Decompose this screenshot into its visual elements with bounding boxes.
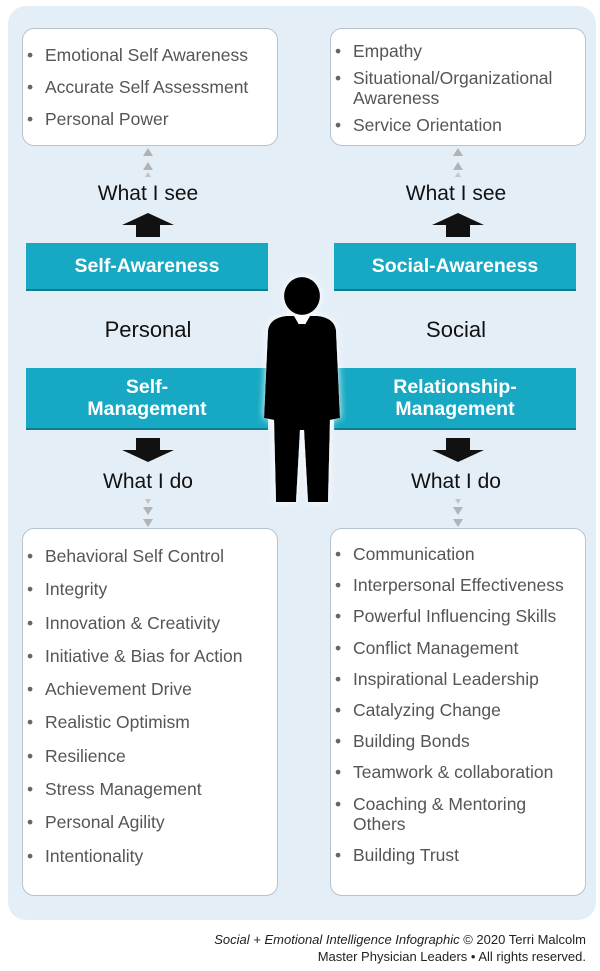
down-dotted-connector-right bbox=[453, 499, 463, 527]
footer-title: Social + Emotional Intelligence Infograp… bbox=[214, 932, 460, 947]
social-awareness-band: Social-Awareness bbox=[334, 243, 576, 291]
list-item: Personal Power bbox=[23, 109, 277, 129]
list-item: Integrity bbox=[23, 579, 277, 599]
person-figure-icon bbox=[264, 277, 340, 502]
list-item: Stress Management bbox=[23, 779, 277, 799]
what-i-see-left-label: What I see bbox=[97, 182, 199, 205]
list-item: Powerful Influencing Skills bbox=[331, 606, 585, 626]
up-dotted-connector-left bbox=[143, 148, 153, 177]
list-item: Communication bbox=[331, 544, 585, 564]
list-item: Behavioral Self Control bbox=[23, 546, 277, 566]
footer-copyright: © 2020 Terri Malcolm bbox=[459, 932, 586, 947]
copyright-footer: Social + Emotional Intelligence Infograp… bbox=[214, 931, 586, 965]
list-item: Empathy bbox=[331, 41, 585, 61]
relationship-management-label-line1: Relationship- bbox=[393, 376, 517, 398]
list-item: Achievement Drive bbox=[23, 679, 277, 699]
list-item: Building Bonds bbox=[331, 731, 585, 751]
list-item: Initiative & Bias for Action bbox=[23, 646, 277, 666]
list-item: Building Trust bbox=[331, 845, 585, 865]
list-item: Conflict Management bbox=[331, 638, 585, 658]
list-item: Service Orientation bbox=[331, 115, 585, 135]
down-arrow-icon bbox=[122, 438, 174, 462]
list-item: Teamwork & collaboration bbox=[331, 762, 585, 782]
what-i-do-left-label: What I do bbox=[103, 470, 193, 493]
list-item: Realistic Optimism bbox=[23, 712, 277, 732]
social-awareness-label: Social-Awareness bbox=[371, 255, 539, 277]
footer-line-2: Master Physician Leaders • All rights re… bbox=[317, 949, 586, 964]
list-item: Innovation & Creativity bbox=[23, 613, 277, 633]
relationship-management-label-line2: Management bbox=[395, 398, 515, 420]
list-item: Personal Agility bbox=[23, 812, 277, 832]
self-awareness-label: Self-Awareness bbox=[74, 255, 220, 277]
what-i-do-right-label: What I do bbox=[411, 470, 501, 493]
list-item: Catalyzing Change bbox=[331, 700, 585, 720]
list-item: Situational/Organizational Awareness bbox=[331, 68, 585, 108]
relationship-management-competencies-box: Communication Interpersonal Effectivenes… bbox=[330, 528, 586, 896]
list-item: Inspirational Leadership bbox=[331, 669, 585, 689]
self-management-label-line1: Self- bbox=[125, 376, 169, 398]
relationship-management-band: Relationship- Management bbox=[334, 368, 576, 430]
list-item: Intentionality bbox=[23, 846, 277, 866]
list-item: Emotional Self Awareness bbox=[23, 45, 277, 65]
list-item: Interpersonal Effectiveness bbox=[331, 575, 585, 595]
down-dotted-connector-left bbox=[143, 499, 153, 527]
up-dotted-connector-right bbox=[453, 148, 463, 177]
self-management-label-line2: Management bbox=[87, 398, 207, 420]
list-item: Resilience bbox=[23, 746, 277, 766]
personal-label: Personal bbox=[104, 317, 192, 342]
social-awareness-competencies-box: Empathy Situational/Organizational Aware… bbox=[330, 28, 586, 146]
list-item: Accurate Self Assessment bbox=[23, 77, 277, 97]
what-i-see-right-label: What I see bbox=[405, 182, 507, 205]
list-item: Coaching & Mentoring Others bbox=[331, 794, 553, 834]
up-arrow-icon bbox=[432, 213, 484, 237]
footer-line-1: Social + Emotional Intelligence Infograp… bbox=[214, 931, 586, 948]
self-management-band: Self- Management bbox=[26, 368, 268, 430]
down-arrow-icon bbox=[432, 438, 484, 462]
self-awareness-competencies-box: Emotional Self Awareness Accurate Self A… bbox=[22, 28, 278, 146]
up-arrow-icon bbox=[122, 213, 174, 237]
social-label: Social bbox=[426, 317, 486, 342]
self-awareness-band: Self-Awareness bbox=[26, 243, 268, 291]
self-management-competencies-box: Behavioral Self Control Integrity Innova… bbox=[22, 528, 278, 896]
